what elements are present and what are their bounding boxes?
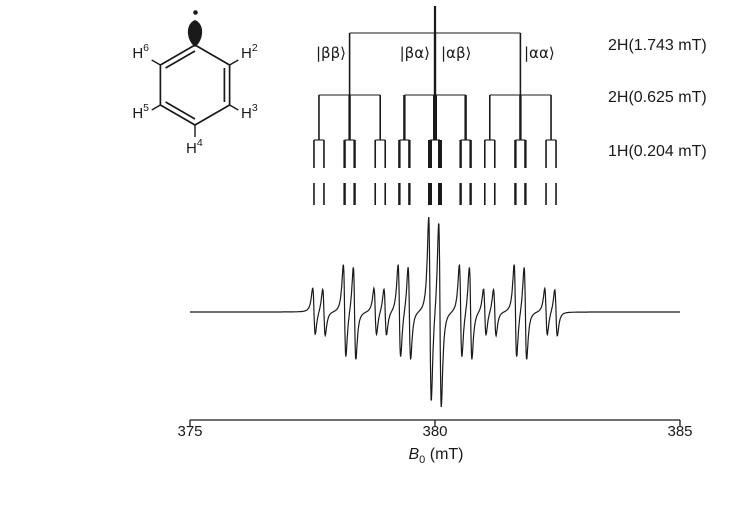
h2-label: H2 xyxy=(241,42,258,62)
b-field-symbol: B xyxy=(408,446,420,463)
state-label-beta-beta: |ββ⟩ xyxy=(315,44,346,62)
double-bond-c4c5 xyxy=(165,101,196,120)
coupling-label-3: 1H(0.204 mT) xyxy=(608,143,707,160)
axis-unit: (mT) xyxy=(425,446,464,463)
h5-label: H5 xyxy=(132,102,149,122)
h4-label: H4 xyxy=(186,137,203,157)
splitting-tree xyxy=(313,6,557,205)
x-tick-label-380: 380 xyxy=(422,423,448,440)
b-field-subscript: 0 xyxy=(419,454,426,467)
radical-orbital-lobe xyxy=(187,20,203,47)
coupling-label-2: 2H(0.625 mT) xyxy=(608,89,707,106)
spectrum-trace xyxy=(190,216,680,408)
h3-label: H3 xyxy=(241,102,258,122)
ch-bond-6 xyxy=(151,59,161,66)
ch-bond-5 xyxy=(151,104,161,111)
ch-bond-2 xyxy=(229,59,239,66)
radical-dot xyxy=(193,10,198,15)
x-tick-label-385: 385 xyxy=(667,423,693,440)
h6-label: H6 xyxy=(132,42,149,62)
molecule-structure: H2 H3 H4 H5 H6 xyxy=(132,10,258,157)
coupling-label-1: 2H(1.743 mT) xyxy=(608,37,707,54)
state-label-alpha-alpha: |αα⟩ xyxy=(524,44,555,62)
double-bond-c6c1 xyxy=(165,50,196,69)
x-axis-label: B0 (mT) xyxy=(375,446,497,466)
ch-bond-3 xyxy=(229,104,239,111)
x-tick-label-375: 375 xyxy=(177,423,203,440)
state-label-beta-alpha: |βα⟩ xyxy=(399,44,430,62)
state-label-alpha-beta: |αβ⟩ xyxy=(441,44,472,62)
